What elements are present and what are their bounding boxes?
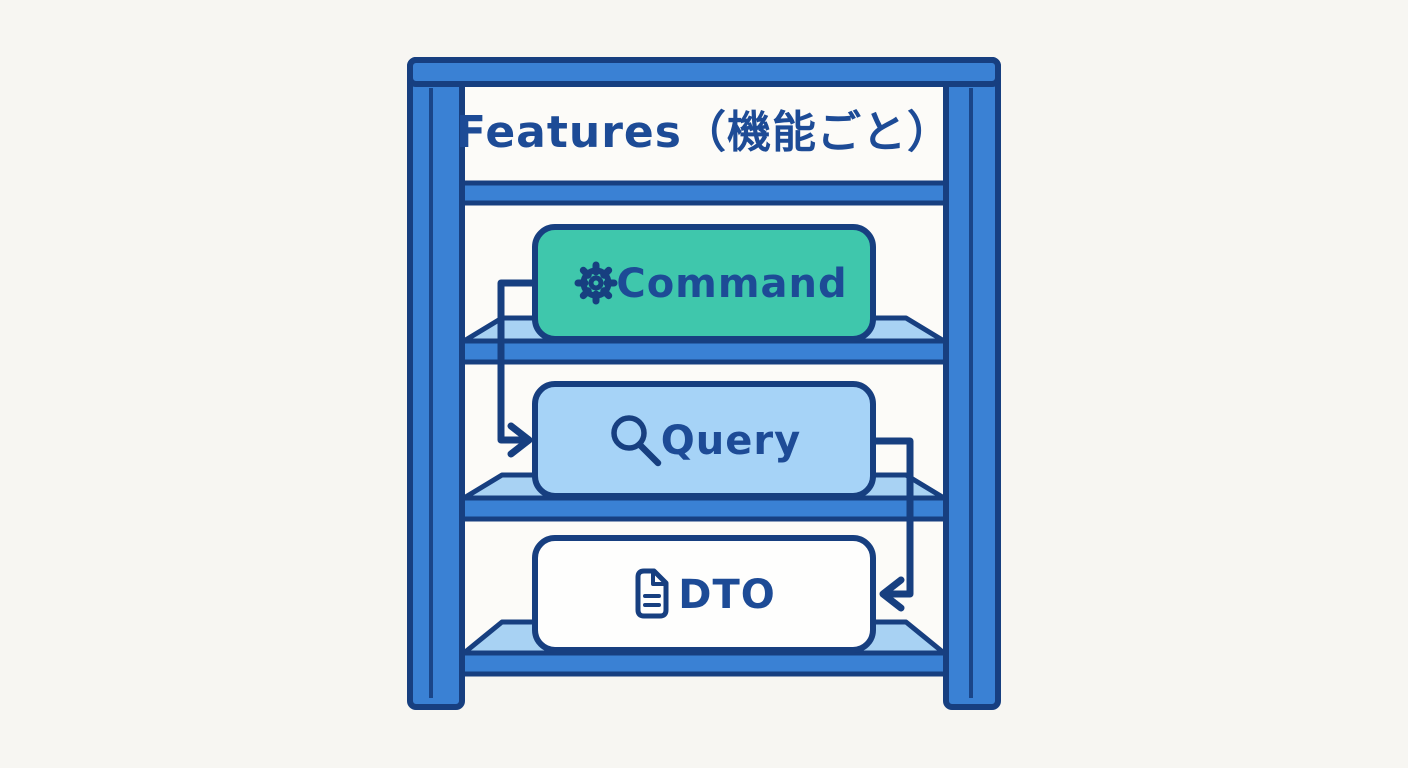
left-post [407, 57, 465, 710]
node-command: Command [532, 224, 876, 342]
shelf-board-2 [431, 338, 977, 365]
node-query-box [532, 381, 876, 499]
node-command-label: Command [616, 261, 847, 307]
top-bar [407, 57, 1001, 87]
node-query: Query [532, 381, 876, 499]
arrow-command-to-query-line [497, 279, 541, 444]
node-dto: DTO [532, 535, 876, 653]
shelf-board-3 [431, 495, 977, 522]
gear-icon [574, 261, 618, 305]
arrow-query-to-dto-head [879, 576, 905, 612]
shelf-frame [407, 57, 1001, 710]
arrow-command-to-query [497, 279, 541, 458]
node-command-box [532, 224, 876, 342]
arrow-command-to-query-head [507, 422, 533, 458]
shelf-title: Features（機能ごと） [456, 107, 952, 158]
arrow-query-to-dto-line [867, 437, 914, 598]
node-dto-box [532, 535, 876, 653]
node-dto-label: DTO [678, 572, 776, 618]
document-icon [635, 568, 669, 619]
shelf-board-1 [431, 180, 977, 206]
arrow-query-to-dto [867, 437, 914, 612]
shelf-board-4 [431, 650, 977, 677]
search-icon [611, 415, 662, 467]
node-query-label: Query [661, 418, 801, 464]
